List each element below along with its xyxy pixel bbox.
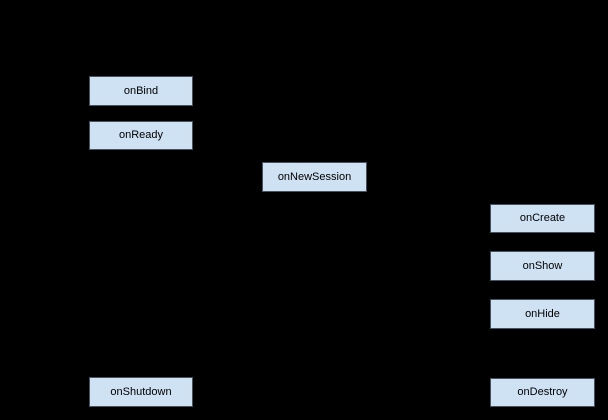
diagram-node-label: onReady — [118, 129, 164, 141]
node-onShutdown: onShutdown — [89, 377, 193, 407]
node-onBind: onBind — [89, 76, 193, 106]
diagram-node-label: onHide — [525, 307, 560, 320]
diagram-node-label: onShow — [522, 259, 563, 272]
diagram-node-label: onShutdown — [110, 385, 172, 398]
node-onReady: onReady — [89, 121, 193, 150]
node-onShow: onShow — [490, 251, 595, 281]
node-onCreate: onCreate — [490, 204, 595, 233]
diagram-node-label: onCreate — [519, 212, 566, 224]
diagram-node-label: onDestroy — [517, 386, 568, 398]
node-onDestroy: onDestroy — [490, 378, 595, 407]
diagram-node-label: onBind — [123, 84, 159, 97]
node-onNewSession: onNewSession — [262, 162, 367, 192]
node-onHide: onHide — [490, 299, 595, 329]
diagram-node-label: onNewSession — [277, 170, 352, 183]
